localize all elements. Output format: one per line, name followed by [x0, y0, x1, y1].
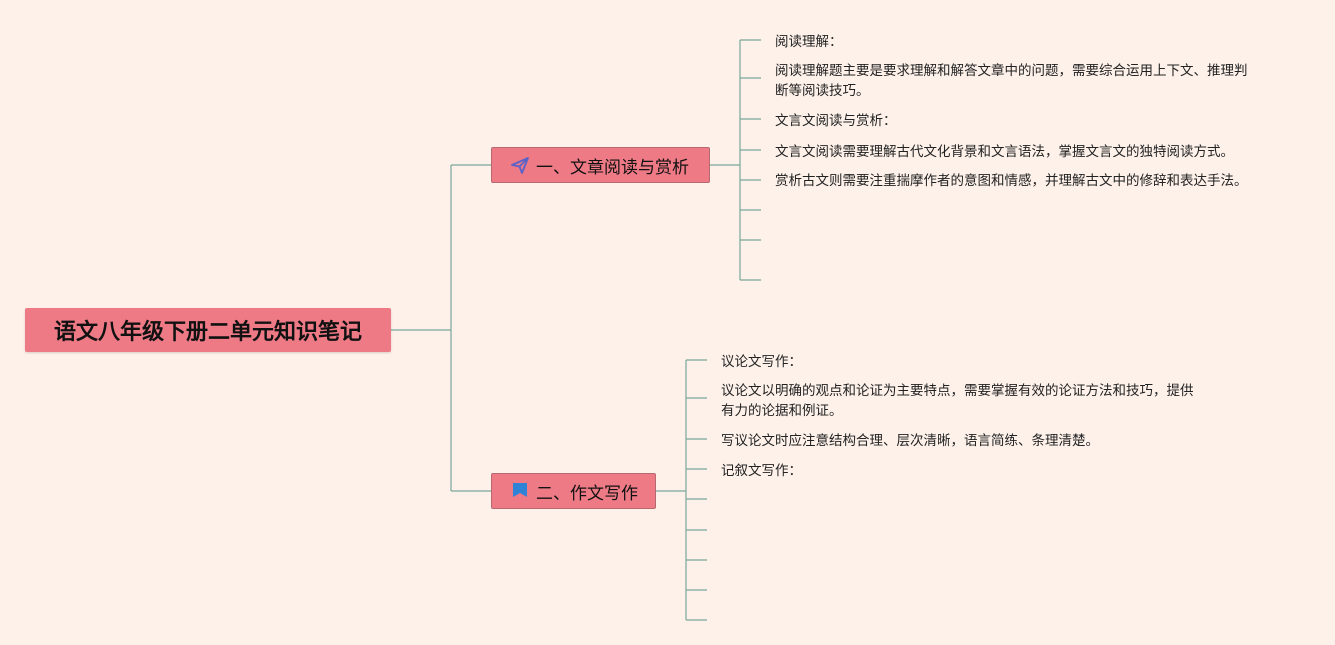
leaf-argumentative-note[interactable]: 议论文以明确的观点和论证为主要特点，需要掌握有效的论证方法和技巧，提供 有力的论…	[721, 383, 1194, 419]
paper-plane-icon	[511, 157, 529, 174]
branch-topic-reading[interactable]: 一、文章阅读与赏析	[491, 147, 710, 183]
leaf-reading-comprehension-heading[interactable]: 阅读理解：	[775, 34, 843, 50]
branch-topic-writing[interactable]: 二、作文写作	[491, 473, 656, 509]
root-topic-label: 语文八年级下册二单元知识笔记	[53, 320, 362, 345]
leaf-narrative-heading[interactable]: 记叙文写作：	[721, 463, 802, 479]
leaf-reading-comprehension-note[interactable]: 阅读理解题主要是要求理解和解答文章中的问题，需要综合运用上下文、推理判 断等阅读…	[775, 63, 1248, 99]
leaf-classical-reading-heading[interactable]: 文言文阅读与赏析：	[775, 113, 897, 129]
leaf-argumentative-structure-note[interactable]: 写议论文时应注意结构合理、层次清晰，语言简练、条理清楚。	[721, 433, 1099, 449]
branch-topic-label: 一、文章阅读与赏析	[536, 157, 689, 178]
flag-icon	[513, 483, 527, 497]
leaf-classical-appreciation-note[interactable]: 赏析古文则需要注重揣摩作者的意图和情感，并理解古文中的修辞和表达手法。	[775, 173, 1248, 189]
branch-topic-label: 二、作文写作	[536, 483, 638, 504]
root-topic[interactable]: 语文八年级下册二单元知识笔记	[25, 308, 391, 352]
leaf-classical-reading-note[interactable]: 文言文阅读需要理解古代文化背景和文言语法，掌握文言文的独特阅读方式。	[775, 144, 1234, 160]
leaf-argumentative-heading[interactable]: 议论文写作：	[721, 354, 802, 370]
